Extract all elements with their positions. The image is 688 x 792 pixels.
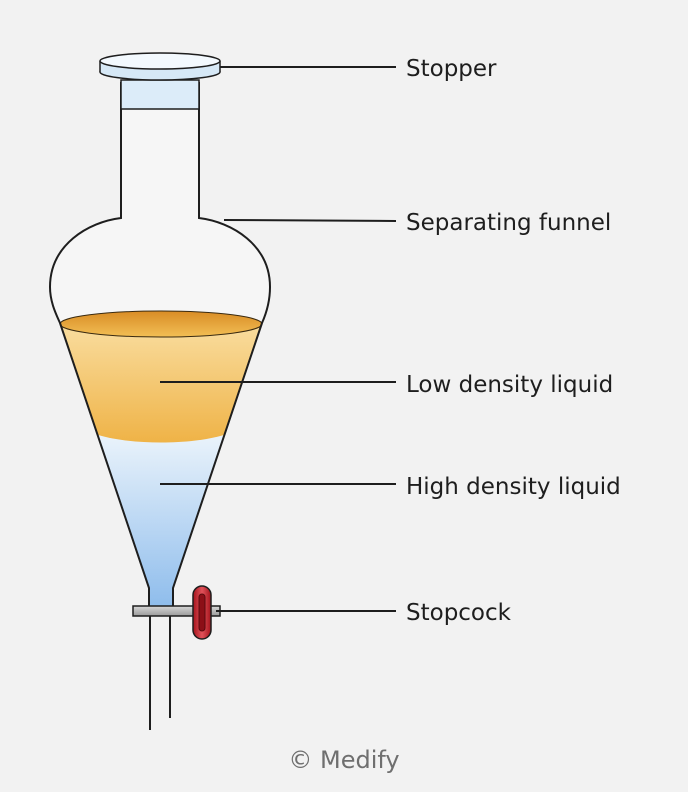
funnel-outline-right [172,82,272,606]
stopper-label: Stopper [406,56,497,82]
high-density-liquid [98,435,224,606]
low-density-liquid [60,324,262,443]
high-density-liquid-label: High density liquid [406,474,621,500]
stopper-cap-top [99,52,221,70]
credit-text: © Medify [288,746,399,774]
stopper-plug [120,79,200,110]
funnel-outline [48,82,150,606]
liquid-surface [59,310,263,338]
stopcock-label: Stopcock [406,600,512,626]
separating-funnel-leader [223,219,397,222]
low-density-liquid-label: Low density liquid [406,372,613,398]
stopcock-handle-slot [198,593,206,632]
separating-funnel-label: Separating funnel [406,210,611,236]
